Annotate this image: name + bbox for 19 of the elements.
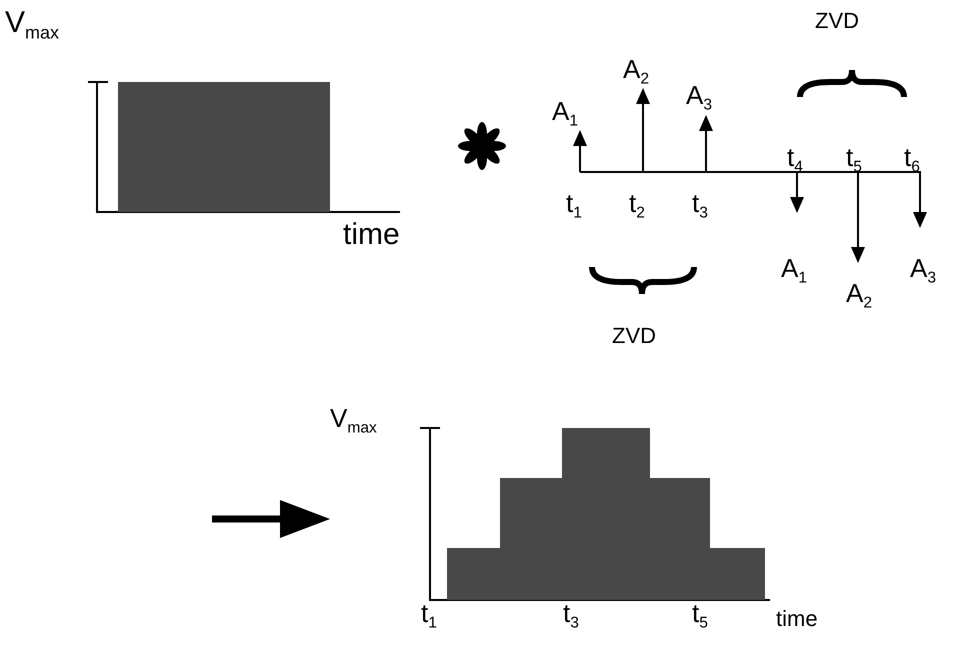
axis-label: V$_{max}$: [5, 8, 60, 42]
axis-label: A$_{2}$: [846, 280, 872, 312]
axis-label: t$_{5}$: [692, 600, 708, 632]
axis-label: A$_{3}$: [686, 82, 712, 114]
axis-label: A$_{1}$: [552, 98, 578, 130]
axis-label: A$_{1}$: [781, 255, 808, 286]
axis-label: time: [343, 220, 400, 250]
axis-label: t$_{3}$: [692, 190, 708, 222]
axis-label: ZVD: [815, 10, 859, 32]
axis-label: t$_{1}$: [421, 600, 437, 632]
axis-label: A$_{2}$: [623, 56, 650, 88]
axis-label: A$_{3}$: [910, 255, 936, 286]
axis-label: t$_{4}$: [787, 144, 803, 176]
axis-label: time: [776, 608, 818, 630]
axis-label: t$_{1}$: [566, 190, 582, 222]
axis-label: ZVD: [612, 325, 656, 347]
axis-label: t$_{3}$: [563, 600, 579, 632]
axis-label: t$_{2}$: [629, 190, 645, 222]
axis-label: V$_{max}$: [330, 405, 377, 436]
